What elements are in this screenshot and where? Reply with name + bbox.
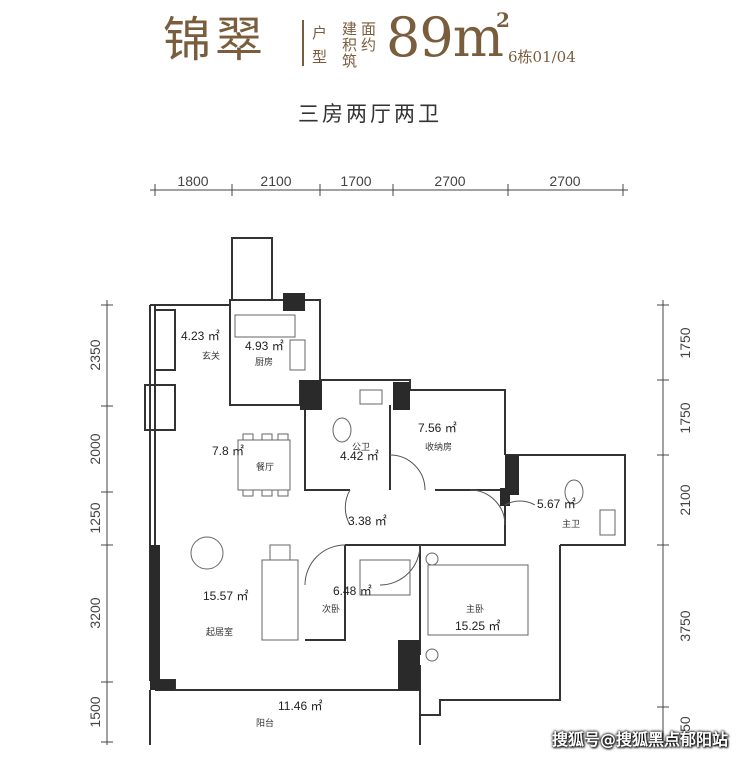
area-label-3: 筑 bbox=[341, 52, 357, 70]
title-block: 锦翠 户 型 建 积 筑 面 约 89m 2 6栋01/04 三房两厅两卫 bbox=[0, 0, 740, 130]
room-area-public-bath: 4.42 ㎡ bbox=[340, 449, 379, 463]
room-name-dining: 餐厅 bbox=[256, 461, 274, 472]
room-name-balcony: 阳台 bbox=[256, 717, 274, 728]
room-name-second-bed: 次卧 bbox=[322, 603, 340, 614]
area-label-4: 面 bbox=[360, 20, 376, 38]
furniture bbox=[190, 314, 616, 662]
room-name-master-bed: 主卧 bbox=[466, 603, 484, 614]
room-area-hall: 3.38 ㎡ bbox=[348, 514, 387, 528]
dim-top-5: 2700 bbox=[549, 173, 580, 189]
dim-top-2: 2100 bbox=[260, 173, 291, 189]
dim-right-3: 2100 bbox=[677, 484, 693, 515]
room-area-kitchen: 4.93 ㎡ bbox=[245, 339, 284, 353]
walls bbox=[144, 237, 626, 745]
project-name: 锦翠 bbox=[163, 12, 268, 68]
room-area-master-bath: 5.67 ㎡ bbox=[537, 497, 576, 511]
dim-top-3: 1700 bbox=[340, 173, 371, 189]
dim-right-5: 250 bbox=[677, 716, 693, 740]
building-number: 6栋01/04 bbox=[508, 48, 576, 66]
room-area-foyer: 4.23 ㎡ bbox=[181, 329, 220, 343]
dim-right-1: 1750 bbox=[677, 327, 693, 358]
right-dimension-line bbox=[657, 300, 669, 745]
area-label-5: 约 bbox=[360, 36, 376, 54]
room-name-kitchen: 厨房 bbox=[255, 356, 273, 367]
layout-subtitle: 三房两厅两卫 bbox=[298, 102, 442, 126]
wall-blocks bbox=[150, 293, 519, 690]
type-label-bottom: 型 bbox=[311, 48, 327, 66]
area-label-2: 积 bbox=[341, 36, 357, 54]
dim-left-2: 2000 bbox=[87, 433, 103, 464]
left-dimension-line bbox=[101, 300, 113, 745]
dim-right-4: 3750 bbox=[677, 610, 693, 641]
room-name-master-bath: 主卫 bbox=[562, 518, 580, 529]
room-area-storage: 7.56 ㎡ bbox=[418, 421, 457, 435]
top-dimension-line bbox=[150, 184, 628, 196]
room-name-foyer: 玄关 bbox=[202, 350, 220, 361]
doors bbox=[304, 454, 536, 586]
dim-top-1: 1800 bbox=[177, 173, 208, 189]
room-area-balcony: 11.46 ㎡ bbox=[278, 699, 322, 713]
area-value: 89m bbox=[386, 6, 504, 69]
dim-top-4: 2700 bbox=[434, 173, 465, 189]
room-area-dining: 7.8 ㎡ bbox=[212, 444, 244, 458]
dim-right-2: 1750 bbox=[677, 402, 693, 433]
dim-left-3: 1250 bbox=[87, 502, 103, 533]
room-name-public-bath: 公卫 bbox=[352, 442, 370, 452]
room-area-second-bed: 6.48 ㎡ bbox=[333, 584, 372, 598]
title-separator bbox=[302, 20, 304, 66]
area-superscript: 2 bbox=[496, 8, 510, 32]
type-label-top: 户 bbox=[311, 24, 327, 42]
dim-left-4: 3200 bbox=[87, 597, 103, 628]
dim-left-5: 1500 bbox=[87, 696, 103, 727]
room-name-living: 起居室 bbox=[206, 626, 233, 637]
room-area-master-bed: 15.25 ㎡ bbox=[455, 619, 500, 633]
room-area-living: 15.57 ㎡ bbox=[203, 589, 248, 603]
dim-left-1: 2350 bbox=[87, 339, 103, 370]
watermark: 搜狐号@搜狐黑点郁阳站 bbox=[551, 730, 728, 749]
room-name-storage: 收纳房 bbox=[425, 441, 452, 452]
area-label-1: 建 bbox=[341, 20, 357, 38]
